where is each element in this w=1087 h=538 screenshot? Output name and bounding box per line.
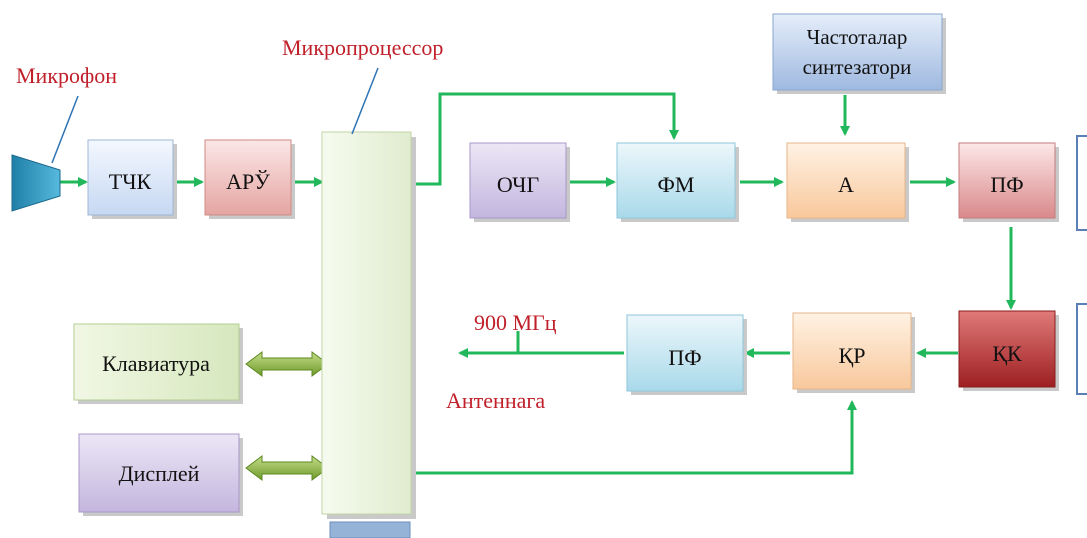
microprocessor-leader-line — [351, 67, 379, 135]
block-a: А — [786, 142, 909, 222]
microphone-label: Микрофон — [16, 63, 117, 88]
microphone-icon — [11, 154, 61, 212]
cropped-block-right-top — [1076, 135, 1087, 231]
frequency-label: 900 МГц — [474, 310, 557, 335]
block-tchk-label: ТЧК — [109, 169, 152, 194]
block-ochg: ОЧГ — [469, 142, 570, 222]
wires — [60, 92, 1016, 475]
block-ochg-label: ОЧГ — [497, 172, 540, 197]
block-aru-label: АРЎ — [226, 169, 270, 194]
antenna-label: Антеннага — [446, 388, 545, 413]
synth-label-line1: Частоталар — [807, 25, 908, 49]
block-keyboard: Клавиатура — [73, 323, 243, 404]
cropped-block-right-bottom — [1076, 303, 1087, 395]
block-kr: ҚР — [792, 312, 915, 393]
block-kk: ҚК — [958, 310, 1059, 391]
microprocessor-bottom-tab — [329, 521, 411, 538]
display-bus-arrow — [245, 455, 329, 481]
block-fm-label: ФМ — [658, 172, 695, 197]
block-display-label: Дисплей — [119, 461, 200, 486]
block-kr-label: ҚР — [839, 343, 866, 368]
block-pf-top-label: ПФ — [990, 172, 1023, 197]
block-frequency-synthesizer: Частоталар синтезатори — [772, 13, 946, 94]
microphone-leader-line — [51, 95, 79, 164]
synth-label-line2: синтезатори — [803, 55, 912, 79]
block-display: Дисплей — [78, 433, 243, 516]
wire-cpu-to-kr — [412, 400, 857, 475]
block-keyboard-label: Клавиатура — [102, 351, 210, 376]
block-a-label: А — [838, 172, 854, 197]
microprocessor-block — [321, 131, 416, 538]
block-pf-bottom: ПФ — [626, 314, 747, 395]
block-aru: АРЎ — [204, 139, 295, 219]
keyboard-bus-arrow — [245, 351, 329, 377]
wire-cpu-to-fm — [412, 92, 679, 186]
block-pf-top: ПФ — [958, 142, 1059, 222]
block-kk-label: ҚК — [992, 341, 1022, 366]
block-fm: ФМ — [616, 142, 739, 222]
block-pf-bottom-label: ПФ — [668, 345, 701, 370]
microprocessor-label: Микропроцессор — [282, 35, 443, 60]
block-tchk: ТЧК — [87, 139, 177, 219]
